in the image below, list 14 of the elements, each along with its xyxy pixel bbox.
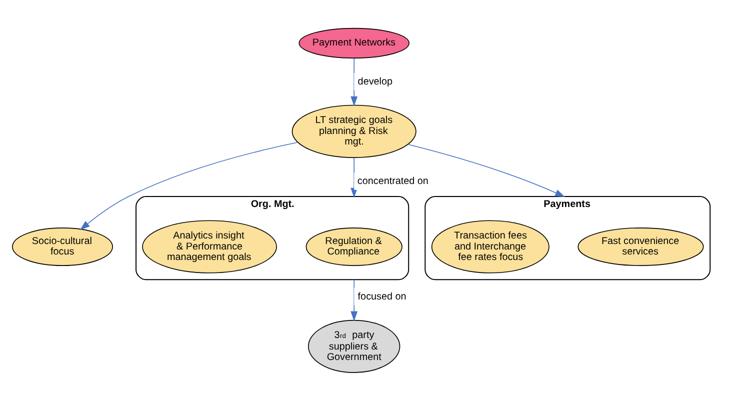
arrow (408, 144, 566, 198)
node-ellipse: Analytics insight & Performance management goals (142, 220, 277, 274)
arrow (350, 58, 358, 106)
arrow (80, 142, 298, 230)
node-ellipse: Fast convenience services (578, 228, 704, 266)
edge-label: concentrated on (357, 176, 428, 188)
node-ellipse: Payment Networks (298, 28, 410, 58)
edge-label: develop (358, 76, 393, 88)
node-ellipse: Transaction fees and Interchange fee rates focus (431, 220, 550, 274)
node-ellipse: LT strategic goals planning & Risk mgt. (292, 104, 416, 158)
edge-label: focused on (358, 292, 406, 303)
arrow (350, 279, 358, 322)
node-ellipse: Socio-cultural focus (12, 228, 113, 266)
node-ellipse: Regulation & Compliance (306, 228, 402, 266)
